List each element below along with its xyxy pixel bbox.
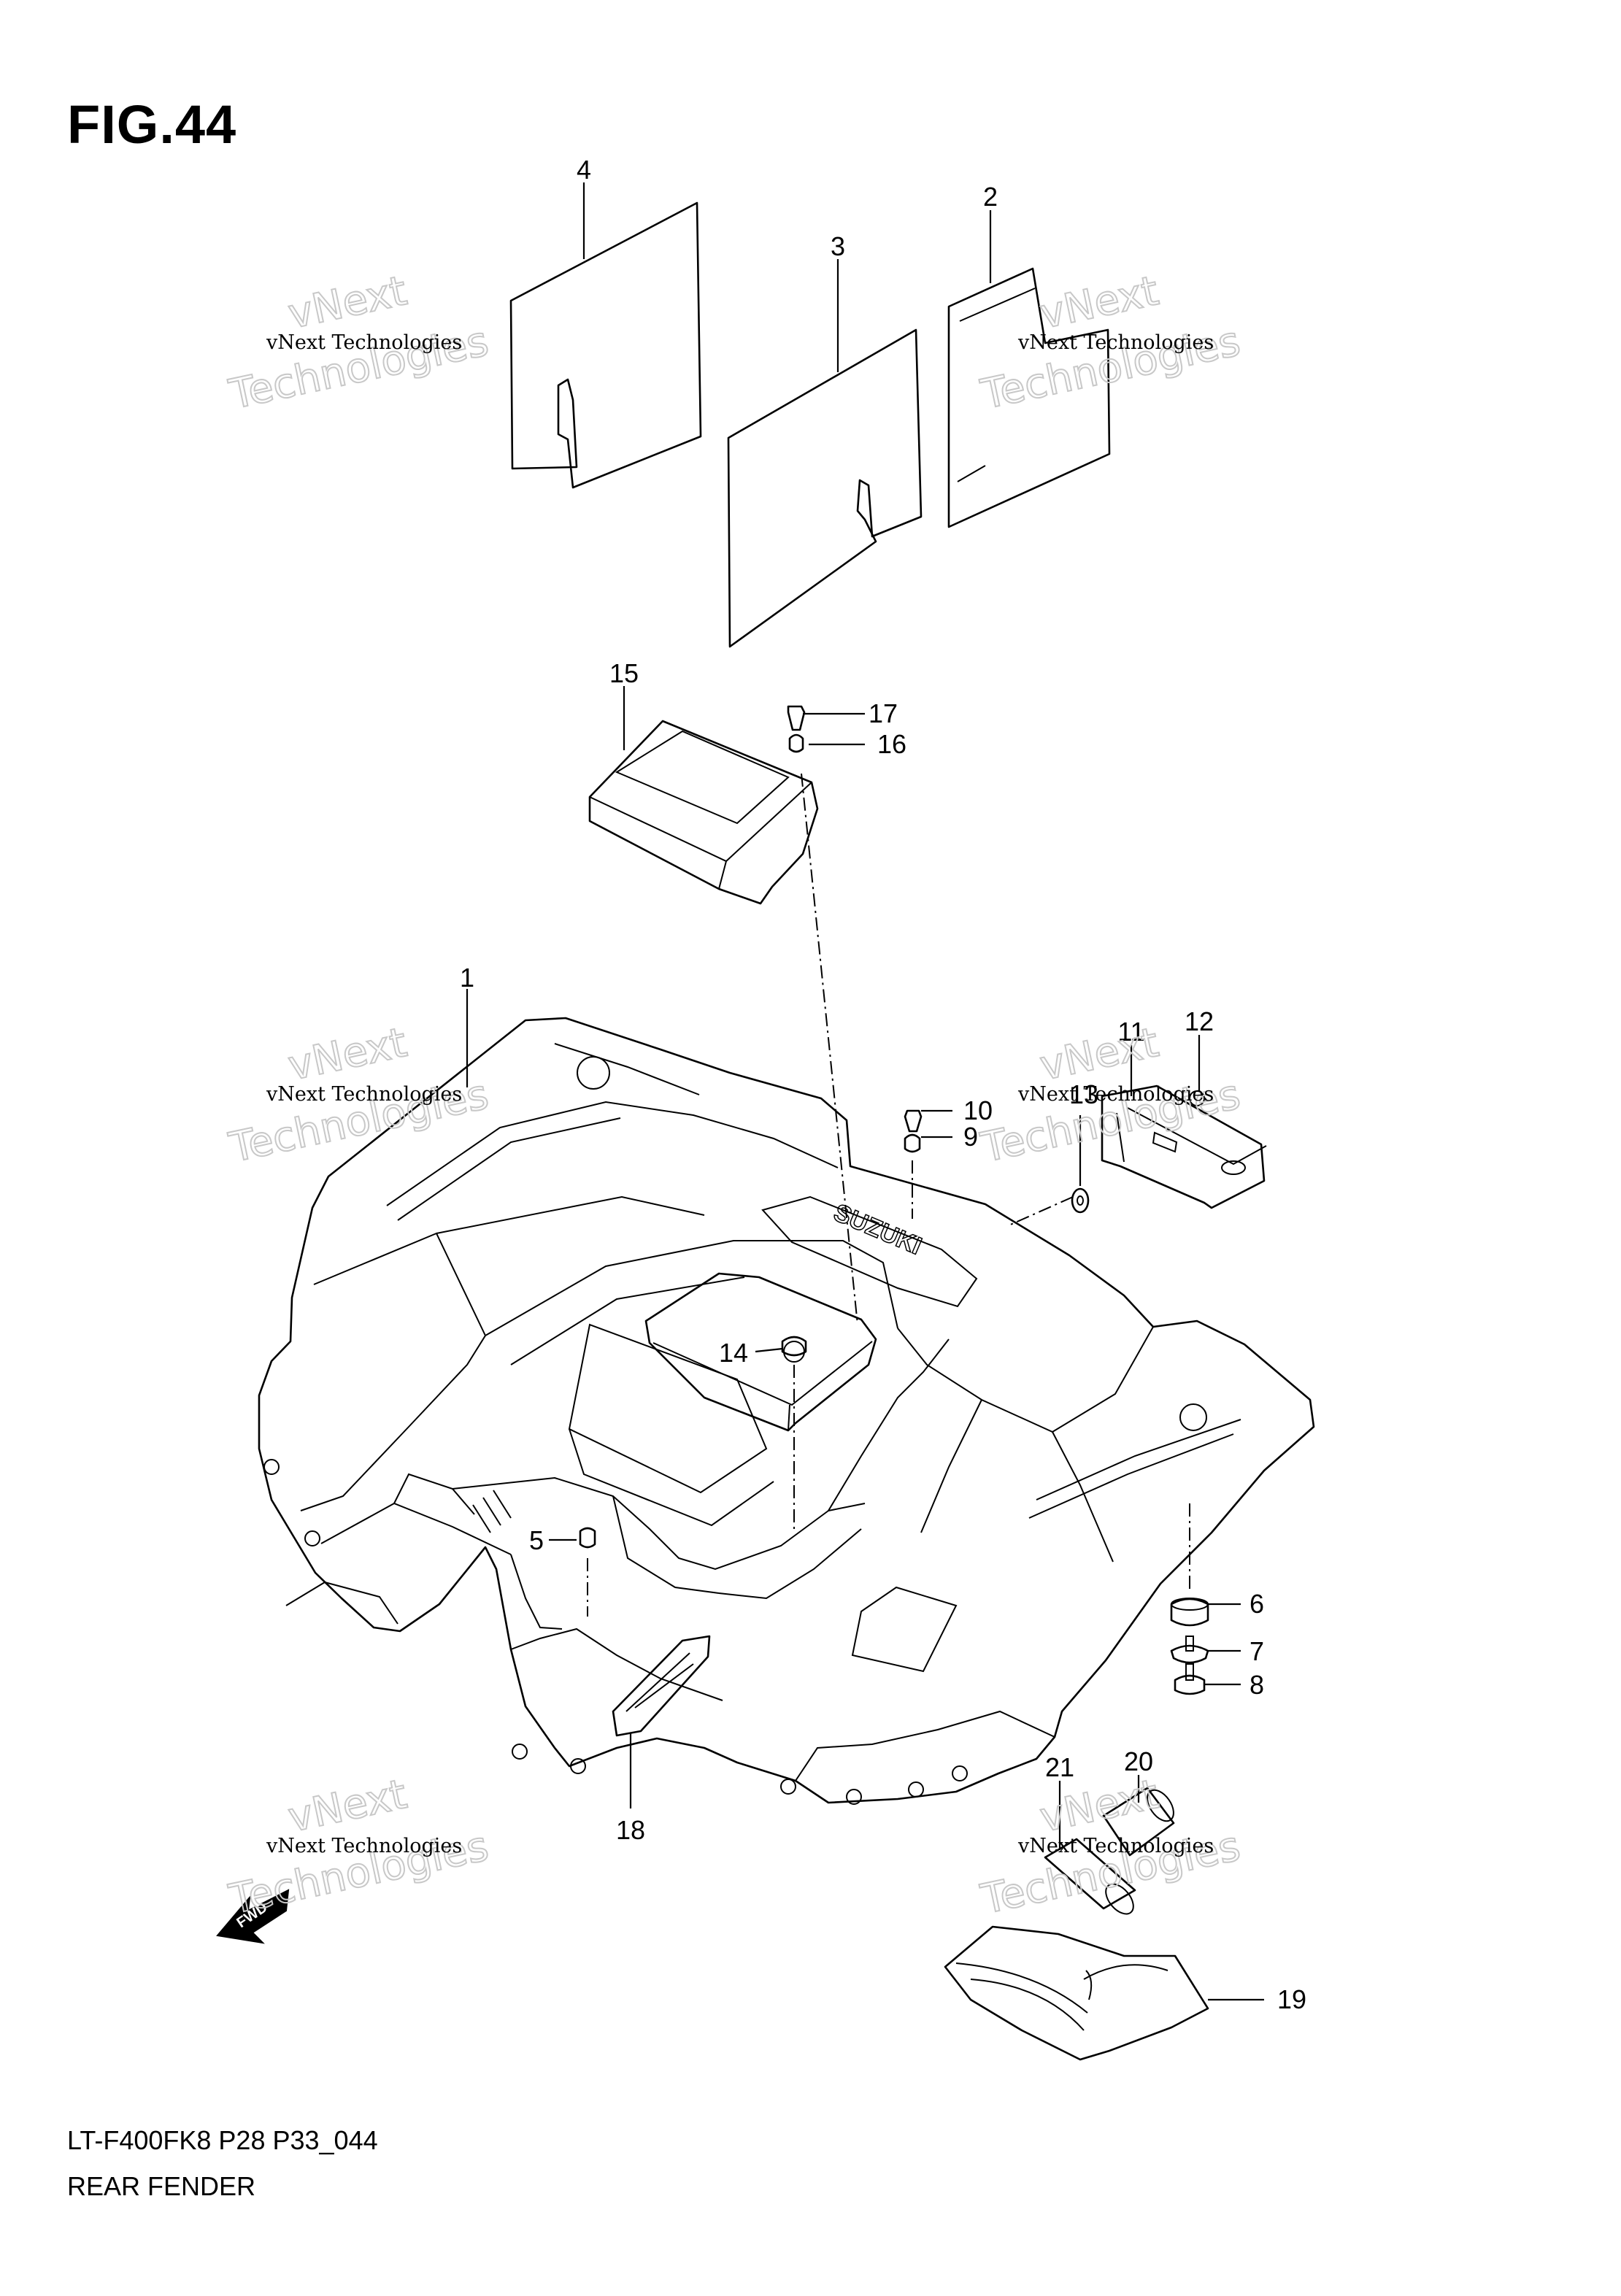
callout-16: 16 [877,729,906,759]
part-3-sheet [727,328,923,648]
watermark-big-line1: vNext [284,1771,411,1842]
part-8-bolt [1174,1663,1206,1695]
watermark-small: vNext Technologies [266,1835,462,1857]
part-14-cap [781,1336,807,1357]
assembly-line-13 [1006,1196,1074,1227]
part-18-emblem-badge [612,1635,711,1737]
part-4-sheet [509,201,702,489]
watermark-bottom-left: vNext Technologies vNext Technologies [224,1770,493,1925]
part-13-washer [1071,1187,1090,1214]
part-11-bracket [1101,1085,1267,1209]
watermark-small: vNext Technologies [266,1083,462,1106]
part-20-tube [1102,1787,1175,1857]
part-15-storage-box [588,720,819,905]
callout-10: 10 [963,1095,993,1125]
callout-4: 4 [577,155,591,185]
callout-6: 6 [1250,1589,1264,1619]
callout-18: 18 [616,1815,645,1845]
callout-15: 15 [609,658,639,688]
callout-14: 14 [719,1338,748,1368]
watermark-big-line1: vNext [284,267,411,339]
watermark-small: vNext Technologies [1017,1835,1214,1857]
part-5-bolt [579,1527,596,1549]
watermark-big-line1: vNext [1036,267,1163,339]
callout-19: 19 [1277,1984,1306,2014]
callout-labels: 1 2 3 4 5 6 7 8 9 10 11 12 13 14 15 16 1… [460,155,1306,2014]
figure-title: FIG.44 [67,94,237,155]
brand-emblem: SUZUKI [830,1198,925,1260]
watermark-small: vNext Technologies [266,331,462,354]
part-9-10-fasteners [904,1109,923,1153]
assembly-line-15 [801,773,858,1325]
callout-1: 1 [460,963,474,993]
part-19-tool-bag [944,1925,1209,2061]
watermark-big-line1: vNext [284,1019,411,1090]
callout-7: 7 [1250,1636,1264,1666]
callout-17: 17 [869,698,898,728]
watermark-big-line1: vNext [1036,1019,1163,1090]
figure-caption: REAR FENDER [67,2171,256,2201]
leader-lines [466,182,1264,2001]
watermark-mid-left: vNext Technologies vNext Technologies [224,1018,493,1173]
callout-11: 11 [1117,1017,1144,1047]
callout-2: 2 [983,182,998,212]
callout-5: 5 [529,1525,544,1555]
part-6-grommet [1170,1598,1209,1627]
part-16-17-fasteners [787,705,806,753]
callout-9: 9 [963,1122,978,1152]
callout-3: 3 [831,231,845,261]
part-1-rear-fender: SUZUKI [258,1017,1315,1805]
part-7-washer [1170,1636,1209,1664]
watermark-top-right: vNext Technologies vNext Technologies [976,266,1244,420]
part-12-nut [1189,1090,1205,1106]
model-code: LT-F400FK8 P28 P33_044 [67,2125,378,2155]
callout-21: 21 [1045,1752,1074,1782]
callout-20: 20 [1124,1746,1153,1776]
callout-13: 13 [1069,1079,1098,1109]
watermark-small: vNext Technologies [1017,1083,1214,1106]
watermark-top-left: vNext Technologies vNext Technologies [224,266,493,420]
part-2-sheet [947,267,1111,528]
callout-8: 8 [1250,1670,1264,1700]
watermark-bottom-right: vNext Technologies vNext Technologies [976,1770,1244,1925]
part-21-tube [1044,1838,1136,1915]
callout-12: 12 [1185,1006,1214,1036]
watermark-small: vNext Technologies [1017,331,1214,354]
